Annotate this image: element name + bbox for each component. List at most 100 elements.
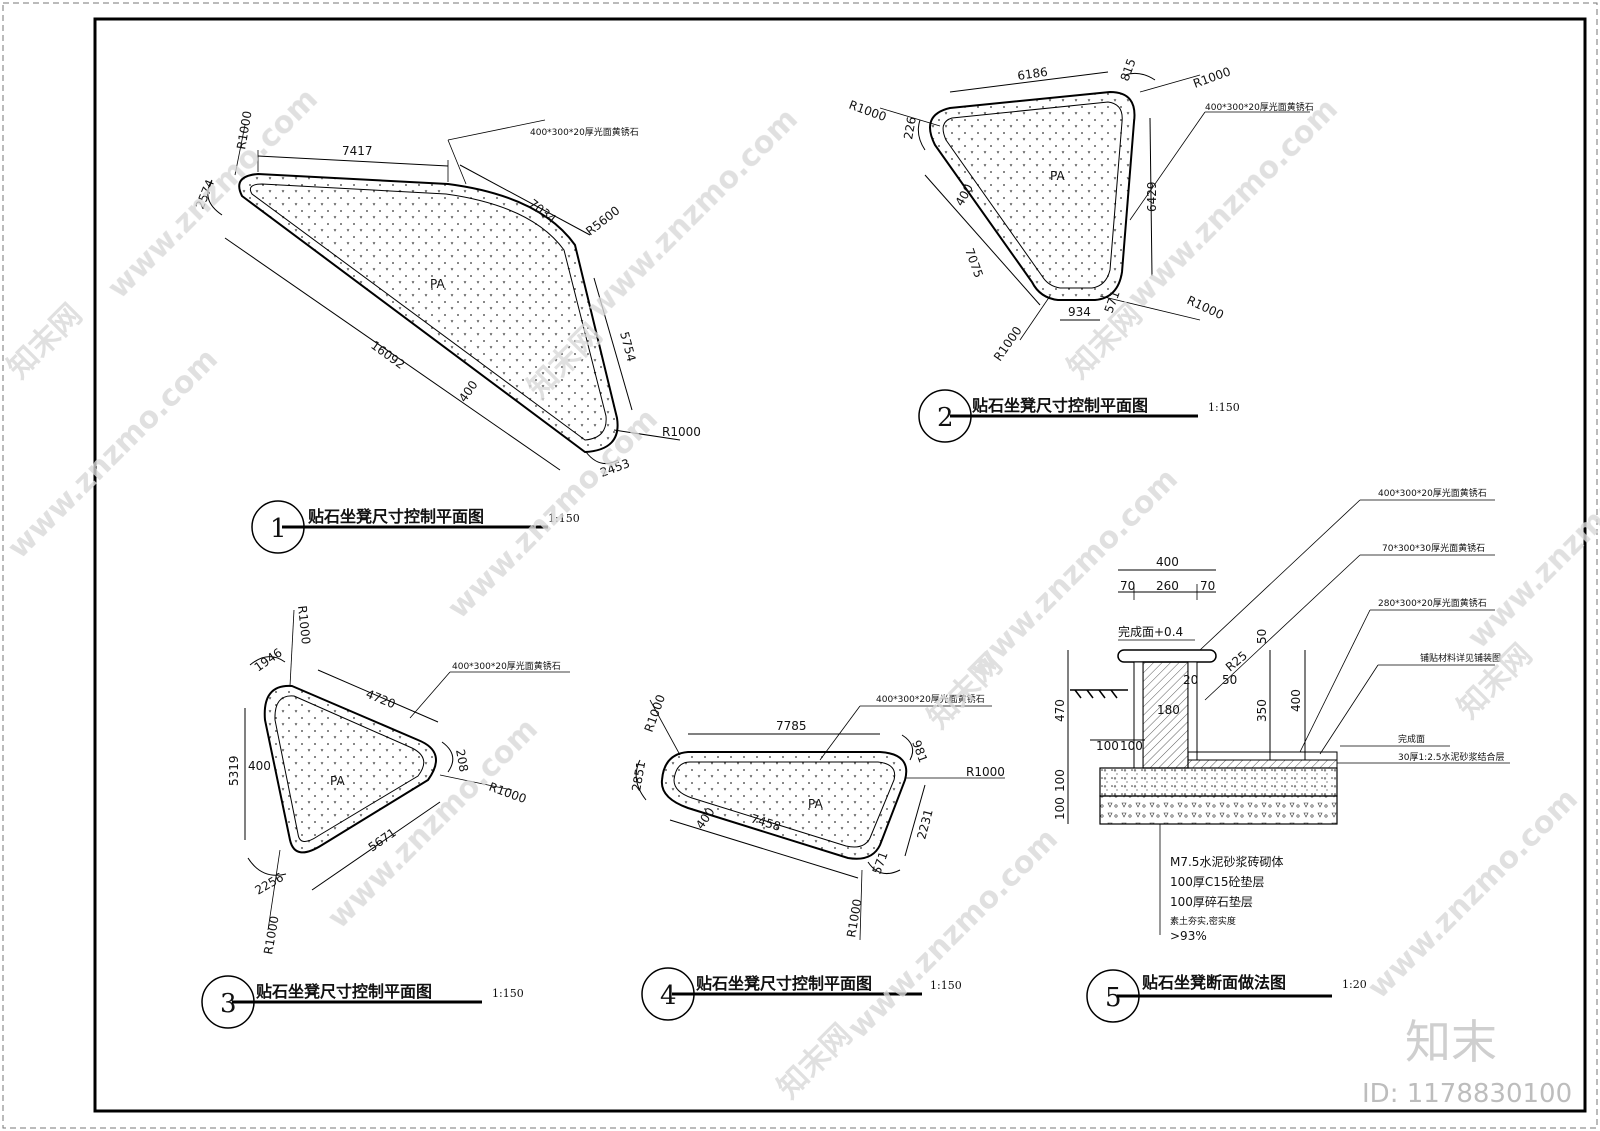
- d4-dim-4: 2851: [629, 760, 648, 793]
- d5-dim-7: 50: [1222, 673, 1237, 687]
- watermark-layer: www.znzmo.com www.znzmo.com www.znzmo.co…: [1, 82, 1600, 1106]
- drawing-5-section: 400*300*20厚光面黄锈石 70*300*30厚光面黄锈石 280*300…: [1053, 487, 1510, 1023]
- d2-dim-5: 6429: [1145, 181, 1159, 212]
- d5-callout-2: 280*300*20厚光面黄锈石: [1378, 597, 1487, 609]
- d5-finish-face: 完成面: [1398, 733, 1425, 745]
- d5-dim-1: 70: [1120, 579, 1135, 593]
- d2-dim-3: R1000: [847, 98, 888, 124]
- d5-gravel: 100厚碎石垫层: [1170, 894, 1253, 909]
- d1-dim-7: 16092: [368, 338, 407, 372]
- watermark-brand-1: 知末网: [1, 297, 89, 385]
- d5-soil-2: >93%: [1170, 929, 1207, 943]
- d3-dim-4: 400: [248, 759, 271, 773]
- d5-dim-9: 350: [1255, 699, 1269, 722]
- d1-dim-3: 5754: [617, 330, 638, 363]
- d1-dim-0: 7417: [342, 144, 373, 158]
- d5-dim-6: 20: [1183, 673, 1198, 687]
- d2-number: 2: [937, 403, 954, 433]
- d1-title: 贴石坐凳尺寸控制平面图: [308, 507, 484, 526]
- d5-dim-8: 180: [1157, 703, 1180, 717]
- d5-dim-15: 100: [1053, 797, 1067, 820]
- d5-title: 贴石坐凳断面做法图: [1142, 973, 1286, 992]
- d4-title: 贴石坐凳尺寸控制平面图: [696, 974, 872, 993]
- d4-dim-0: R1000: [642, 693, 668, 734]
- watermark-id: ID: 1178830100: [1362, 1079, 1572, 1109]
- d1-number: 1: [270, 514, 287, 544]
- d5-dim-10: 400: [1289, 689, 1303, 712]
- bench-3-inner-line: [274, 695, 425, 842]
- d3-number: 3: [220, 989, 237, 1019]
- d1-material-note: 400*300*20厚光面黄锈石: [530, 126, 639, 138]
- d5-dim-2: 260: [1156, 579, 1179, 593]
- d3-title: 贴石坐凳尺寸控制平面图: [256, 982, 432, 1001]
- d4-dim-9: R1000: [844, 898, 865, 939]
- d2-dim-4: 226: [901, 116, 919, 141]
- d4-dim-3: R1000: [966, 765, 1005, 779]
- d4-area-label: PA: [808, 797, 823, 811]
- bench-4-inner-line: [673, 761, 896, 848]
- d5-soil-1: 素土夯实,密实度: [1170, 915, 1236, 927]
- gravel-layer: [1099, 795, 1338, 825]
- d4-material-note: 400*300*20厚光面黄锈石: [876, 693, 985, 705]
- c15-layer: [1099, 767, 1338, 797]
- watermark-brand-5: 知末网: [1451, 637, 1539, 725]
- bench-wall: [1142, 661, 1189, 769]
- d2-title: 贴石坐凳尺寸控制平面图: [972, 396, 1148, 415]
- d5-dim-13: 100: [1120, 739, 1143, 753]
- bench-2-outline: [929, 90, 1136, 301]
- d1-dim-2: R5600: [583, 203, 622, 238]
- d5-number: 5: [1105, 983, 1122, 1013]
- watermark-brand-6: 知末网: [771, 1017, 859, 1105]
- drawing-frame: [93, 17, 1587, 1113]
- d4-dim-2: 981: [909, 738, 930, 764]
- paving-layer: [1196, 751, 1338, 761]
- bench-cap-stone: [1117, 649, 1217, 663]
- d2-area-label: PA: [1050, 169, 1065, 183]
- d5-mortar-bed: 30厚1:2.5水泥砂浆结合层: [1398, 751, 1505, 763]
- d5-c15: 100厚C15砼垫层: [1170, 874, 1265, 889]
- d2-dim-1: 815: [1118, 57, 1139, 83]
- d3-area-label: PA: [330, 774, 345, 788]
- d5-dim-14: 100: [1053, 769, 1067, 792]
- d5-dim-0: 400: [1156, 555, 1179, 569]
- d1-scale: 1:150: [548, 512, 580, 525]
- d5-scale: 1:20: [1342, 978, 1367, 991]
- bench-1-outline: [238, 172, 619, 454]
- drawing-4-plan: R1000 7785 981 R1000 2851 400 7458 2231 …: [629, 693, 1005, 1021]
- d3-dim-9: R1000: [261, 915, 282, 956]
- d2-dim-0: 6186: [1016, 65, 1048, 83]
- d5-dim-4: R25: [1223, 648, 1250, 674]
- d2-dim-2: R1000: [1191, 64, 1232, 90]
- d5-masonry: M7.5水泥砂浆砖砌体: [1170, 854, 1283, 869]
- watermark-logo: 知末: [1405, 1015, 1497, 1069]
- drawing-3-plan: R1000 1946 4720 5319 400 208 R1000 5671 …: [201, 605, 570, 1029]
- d5-callout-0: 400*300*20厚光面黄锈石: [1378, 487, 1487, 499]
- d2-material-note: 400*300*20厚光面黄锈石: [1205, 101, 1314, 113]
- bench-2-inner-line: [942, 101, 1123, 289]
- d4-dim-1: 7785: [776, 719, 807, 733]
- d2-dim-7: 7075: [962, 246, 986, 279]
- d3-dim-2: 4720: [364, 687, 398, 711]
- bench-3-outline: [263, 684, 437, 854]
- d2-scale: 1:150: [1208, 401, 1240, 414]
- d1-dim-9: R1000: [234, 110, 255, 151]
- bench-4-outline: [660, 751, 908, 860]
- d3-dim-5: 208: [453, 748, 471, 773]
- d4-number: 4: [660, 981, 677, 1011]
- watermark-site-10: www.znzmo.com: [1361, 782, 1585, 1006]
- mortar-layer: [1187, 759, 1338, 769]
- d1-area-label: PA: [430, 277, 445, 291]
- d5-dim-3: 70: [1200, 579, 1215, 593]
- d3-dim-0: R1000: [295, 605, 313, 645]
- d3-scale: 1:150: [492, 987, 524, 1000]
- drawing-2-plan: 6186 815 R1000 R1000 226 6429 400 7075 9…: [847, 57, 1314, 443]
- d5-finish-top: 完成面+0.4: [1118, 624, 1183, 639]
- d3-dim-3: 5319: [227, 755, 241, 786]
- d1-dim-4: R1000: [662, 425, 701, 439]
- bench-1-inner-line: [249, 183, 607, 441]
- d5-dim-11: 470: [1053, 699, 1067, 722]
- bench-cladding-right: [1187, 661, 1198, 753]
- d2-dim-8: 934: [1068, 305, 1091, 319]
- d5-see-paving: 铺贴材料详见铺装图: [1420, 652, 1501, 664]
